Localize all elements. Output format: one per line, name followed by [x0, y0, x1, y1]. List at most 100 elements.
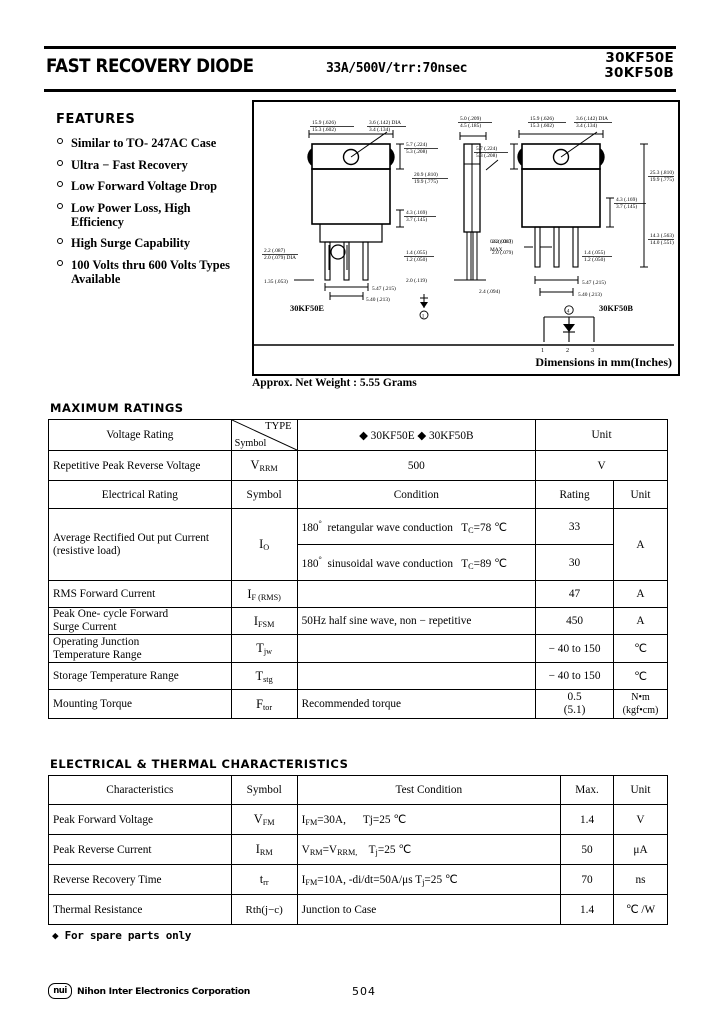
dim-text: 15.9 (.626) [312, 119, 336, 126]
bullet-icon [57, 138, 63, 144]
cell-unit-header: Unit [535, 419, 668, 451]
page-header: FAST RECOVERY DIODE 33A/500V/trr:70nsec … [44, 46, 676, 92]
cell-ftor-name: Mounting Torque [48, 689, 232, 719]
cell-io-rating-2: 30 [535, 544, 614, 581]
dim-text: 19.9 (.775) [650, 176, 674, 183]
footer-company: nui Nihon Inter Electronics Corporation [48, 983, 250, 999]
cell-irm-name: Peak Reverse Current [48, 834, 232, 865]
section-title-electrical-thermal: ELECTRICAL & THERMAL CHARACTERISTICS [50, 757, 349, 771]
package-outline-drawing: 15.9 (.626) 15.3 (.602) 3.6 (.142) DIA 3… [254, 115, 674, 354]
cell-rth-unit: ℃ /W [613, 894, 668, 925]
dim-text: 3.6 (.142) DIA [576, 115, 608, 122]
table-row-tstg: Storage Temperature Range Tstg − 40 to 1… [48, 662, 669, 690]
header-rule-bottom [44, 89, 676, 92]
dim-text: 5.3 (.208) [476, 152, 497, 159]
dim-text: 3.7 (.145) [406, 216, 427, 223]
cell-tstg-rating: − 40 to 150 [535, 662, 614, 690]
cell-vfm-max: 1.4 [560, 804, 615, 835]
cell-unit-header: Unit [613, 775, 668, 805]
dim-text: 1.2 (.050) [584, 256, 605, 263]
table-row-io-1: Average Rectified Out put Current (resis… [48, 508, 669, 581]
cell-tstg-name: Storage Temperature Range [48, 662, 232, 690]
dim-text: 15.3 (.602) [312, 126, 336, 133]
table-row-irm: Peak Reverse Current IRM VRM=VRRM, Tj=25… [48, 834, 668, 865]
table-row-irms: RMS Forward Current IF (RMS) 47 A [48, 580, 669, 608]
dim-text: 15.3 (.602) [530, 122, 554, 129]
dim-text: 3.4 (.134) [576, 122, 597, 129]
table-row-ifsm: Peak One- cycle Forward Surge Current IF… [48, 607, 669, 635]
dim-text: 2.2 (.087) [264, 247, 285, 254]
cell-trr-name: Reverse Recovery Time [48, 864, 232, 895]
cell-irm-unit: μA [613, 834, 668, 865]
dim-text: 2.4 (.094) [479, 288, 500, 295]
features-section: FEATURES Similar to TO- 247AC Case Ultra… [56, 112, 246, 293]
cell-rth-condition: Junction to Case [296, 894, 562, 925]
dim-text: 5.3 (.208) [406, 148, 427, 155]
cell-tstg-condition [296, 662, 537, 690]
cell-irm-symbol: IRM [230, 834, 298, 865]
part-numbers: 30KF50E 30KF50B [604, 51, 674, 81]
cell-trr-condition: IFM=10A, -di/dt=50A/μs Tj=25 ℃ [296, 864, 562, 895]
dim-text: 1.4 (.055) [406, 249, 427, 256]
dim-text: 5.47 (.215) [582, 279, 606, 286]
dim-text: 2.0 (.079) [492, 249, 513, 256]
bullet-icon [57, 159, 63, 166]
cell-electrical-rating-header: Electrical Rating [48, 480, 232, 509]
dim-text: 14.0 (.551) [650, 239, 674, 246]
dim-text: 4.5 (.185) [460, 122, 481, 129]
cell-symbol-header: Symbol [230, 775, 298, 805]
dim-text: 5.40 (.213) [366, 296, 390, 303]
cell-tjw-name: Operating Junction Temperature Range [48, 634, 232, 663]
bullet-icon [57, 202, 63, 209]
cell-irms-name: RMS Forward Current [48, 580, 232, 608]
dim-text: 25.3 (.810) [650, 169, 674, 176]
dim-text: 5.0 (.209) [460, 115, 481, 122]
cell-symbol-subheader: Symbol [230, 480, 298, 509]
cell-ifsm-unit: A [612, 607, 669, 635]
cell-io-condition-1: 180° retangular wave conduction TC=78 ℃ [296, 508, 537, 545]
table-row-trr: Reverse Recovery Time trr IFM=10A, -di/d… [48, 864, 668, 895]
pin-label: 2 [566, 347, 569, 354]
bullet-icon [57, 181, 63, 187]
type-label: TYPE [265, 421, 292, 432]
dim-text: 19.9 (.775) [414, 178, 438, 185]
cell-rating-subheader: Rating [535, 480, 614, 509]
pin-label: 1 [541, 347, 544, 354]
dim-text: 4.3 (.169) [406, 209, 427, 216]
feature-label: Low Forward Voltage Drop [71, 179, 218, 193]
table-row-header: Characteristics Symbol Test Condition Ma… [48, 775, 668, 805]
feature-label: Ultra − Fast Recovery [71, 157, 188, 172]
dim-text: 20.9 (.810) [414, 171, 438, 178]
dim-text: 3.6 (.142) DIA [369, 119, 401, 126]
cell-tjw-rating: − 40 to 150 [535, 634, 614, 663]
cell-rth-symbol: Rth(j−c) [230, 894, 298, 925]
cell-test-condition-header: Test Condition [296, 775, 562, 805]
cell-unit-subheader: Unit [612, 480, 669, 509]
dim-text: 5.7 (.224) [406, 141, 427, 148]
cell-trr-symbol: trr [230, 864, 298, 895]
dim-text: 4.3 (.169) [616, 196, 637, 203]
dim-text: 5.47 (.215) [372, 285, 396, 292]
cell-vfm-unit: V [613, 804, 668, 835]
cell-condition-subheader: Condition [296, 480, 537, 509]
header-rule-top [44, 46, 676, 49]
cell-voltage-rating-header: Voltage Rating [48, 419, 232, 451]
cell-irms-symbol: IF (RMS) [230, 580, 298, 608]
svg-text:1: 1 [422, 314, 425, 320]
cell-max-header: Max. [560, 775, 615, 805]
cell-irm-max: 50 [560, 834, 615, 865]
bullet-icon [57, 238, 63, 244]
cell-parts-header: ◆ 30KF50E ◆ 30KF50B [296, 419, 537, 451]
feature-item: 100 Volts thru 600 Volts Types Available [56, 258, 246, 286]
maximum-ratings-table: Voltage Rating TYPE Symbol ◆ 30KF50E ◆ 3… [48, 419, 669, 719]
cell-rth-name: Thermal Resistance [48, 894, 232, 925]
part-number-1: 30KF50E [605, 50, 674, 66]
cell-io-name: Average Rectified Out put Current (resis… [48, 508, 232, 581]
drawing-label-right: 30KF50B [599, 304, 633, 313]
bullet-icon [57, 259, 63, 266]
cell-vrrm-unit: V [535, 450, 668, 481]
company-name: Nihon Inter Electronics Corporation [77, 985, 250, 997]
features-list: Similar to TO- 247AC Case Ultra − Fast R… [56, 136, 246, 286]
table-row-ftor: Mounting Torque Ftor Recommended torque … [48, 689, 669, 719]
dim-text: 1.4 (.055) [584, 249, 605, 256]
